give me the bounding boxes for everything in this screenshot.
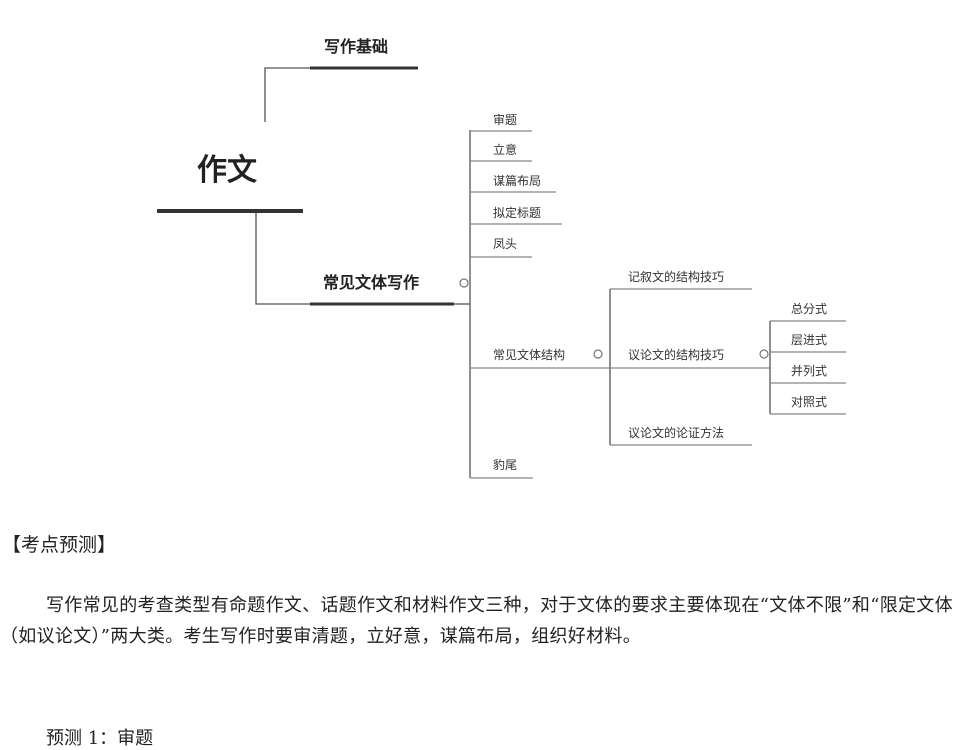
branch-basic-node: 写作基础: [324, 37, 388, 56]
prediction-heading: 预测 1：审题: [46, 728, 154, 749]
mindmap-diagram: 作文 写作基础 常见文体写作 审题 立意 谋篇布局 拟定标题 凤头 常见文体结构…: [157, 37, 846, 479]
child-node-1: 审题: [493, 112, 517, 127]
connector-root-common: [255, 211, 310, 305]
child-node-3: 谋篇布局: [493, 173, 541, 188]
collapse-toggle-common[interactable]: [459, 278, 469, 288]
argument-child-2: 层进式: [791, 333, 827, 347]
argument-child-4: 对照式: [791, 395, 827, 409]
argument-child-1: 总分式: [791, 302, 827, 316]
collapse-toggle-argument[interactable]: [759, 349, 769, 359]
child-node-2: 立意: [493, 142, 517, 157]
argument-child-3: 并列式: [791, 364, 827, 378]
section-heading: 【考点预测】: [2, 534, 117, 556]
connector-root-basic: [264, 67, 310, 122]
tail-node: 豹尾: [493, 457, 517, 472]
structure-child-2: 议论文的结构技巧: [628, 347, 724, 362]
child-node-4: 拟定标题: [493, 205, 541, 220]
structure-node: 常见文体结构: [493, 347, 565, 362]
structure-child-1: 记叙文的结构技巧: [628, 269, 724, 284]
root-node: 作文: [197, 153, 257, 188]
child-node-5: 凤头: [493, 237, 517, 251]
collapse-toggle-structure[interactable]: [593, 349, 603, 359]
branch-common-node: 常见文体写作: [323, 273, 419, 292]
structure-child-3: 议论文的论证方法: [628, 425, 724, 440]
body-paragraph: 写作常见的考查类型有命题作文、话题作文和材料作文三种，对于文体的要求主要体现在“…: [0, 595, 953, 647]
